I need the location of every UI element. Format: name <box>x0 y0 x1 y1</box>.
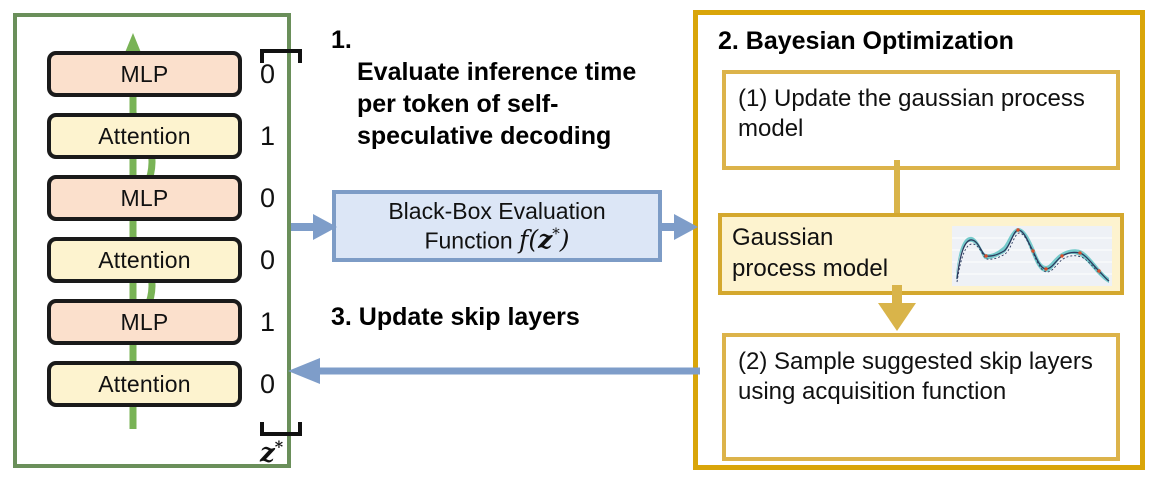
bayesian-optimization-panel: 2. Bayesian Optimization (1) Update the … <box>693 10 1145 470</box>
gaussian-process-model-box[interactable]: Gaussian process model <box>718 213 1124 295</box>
black-box-evaluation-function[interactable]: Black-Box Evaluation Function f(z*) <box>332 190 662 262</box>
arrow-blackbox-to-bo <box>660 214 698 240</box>
z-symbol: z <box>260 438 275 469</box>
vector-bracket-top <box>260 49 302 63</box>
layer-bit-0: 0 <box>260 58 276 89</box>
bo-internal-connectors <box>878 160 916 331</box>
function-notation: f(z*) <box>519 224 570 254</box>
arrow-stack-to-blackbox <box>291 214 337 240</box>
layer-box-5[interactable]: Attention <box>47 361 242 407</box>
layer-bit-4: 1 <box>260 306 276 337</box>
layer-box-2[interactable]: MLP <box>47 175 242 221</box>
blackbox-line2-prefix: Function <box>424 226 520 253</box>
gaussian-process-plot <box>952 226 1112 286</box>
layer-label: MLP <box>120 184 169 211</box>
blackbox-line1: Black-Box Evaluation <box>388 197 606 224</box>
vector-bracket-bottom <box>260 422 302 436</box>
layer-bit-5: 0 <box>260 368 276 399</box>
step-1-number: 1. <box>331 26 352 54</box>
bo-panel-title: 2. Bayesian Optimization <box>718 27 1014 55</box>
bo-step-2-text: (2) Sample suggested skip layers using a… <box>738 348 1093 406</box>
layer-label: MLP <box>120 308 169 335</box>
layer-box-1[interactable]: Attention <box>47 113 242 159</box>
z-star-label: z* <box>260 437 283 469</box>
gaussian-process-label: Gaussian process model <box>732 224 889 282</box>
bo-step-2-box[interactable]: (2) Sample suggested skip layers using a… <box>722 333 1120 461</box>
step-1-body: Evaluate inference time per token of sel… <box>357 58 637 150</box>
star-symbol: * <box>274 437 284 456</box>
layer-box-4[interactable]: MLP <box>47 299 242 345</box>
arrow-bo-to-stack <box>288 358 700 384</box>
layer-label: Attention <box>98 122 191 149</box>
bo-step-1-text: (1) Update the gaussian process model <box>738 85 1085 143</box>
layer-box-0[interactable]: MLP <box>47 51 242 97</box>
layer-label: Attention <box>98 246 191 273</box>
layer-bit-2: 0 <box>260 182 276 213</box>
layer-bit-3: 0 <box>260 244 276 275</box>
bo-step-1-box[interactable]: (1) Update the gaussian process model <box>722 70 1120 170</box>
model-stack-panel: MLP 0 Attention 1 MLP 0 Attention 0 MLP … <box>13 13 302 469</box>
step-3-text: 3. Update skip layers <box>331 303 580 331</box>
step-1-text: 1. Evaluate inference time per token of … <box>331 24 651 152</box>
layer-label: MLP <box>120 60 169 87</box>
layer-label: Attention <box>98 370 191 397</box>
layer-box-3[interactable]: Attention <box>47 237 242 283</box>
layer-bit-1: 1 <box>260 120 276 151</box>
